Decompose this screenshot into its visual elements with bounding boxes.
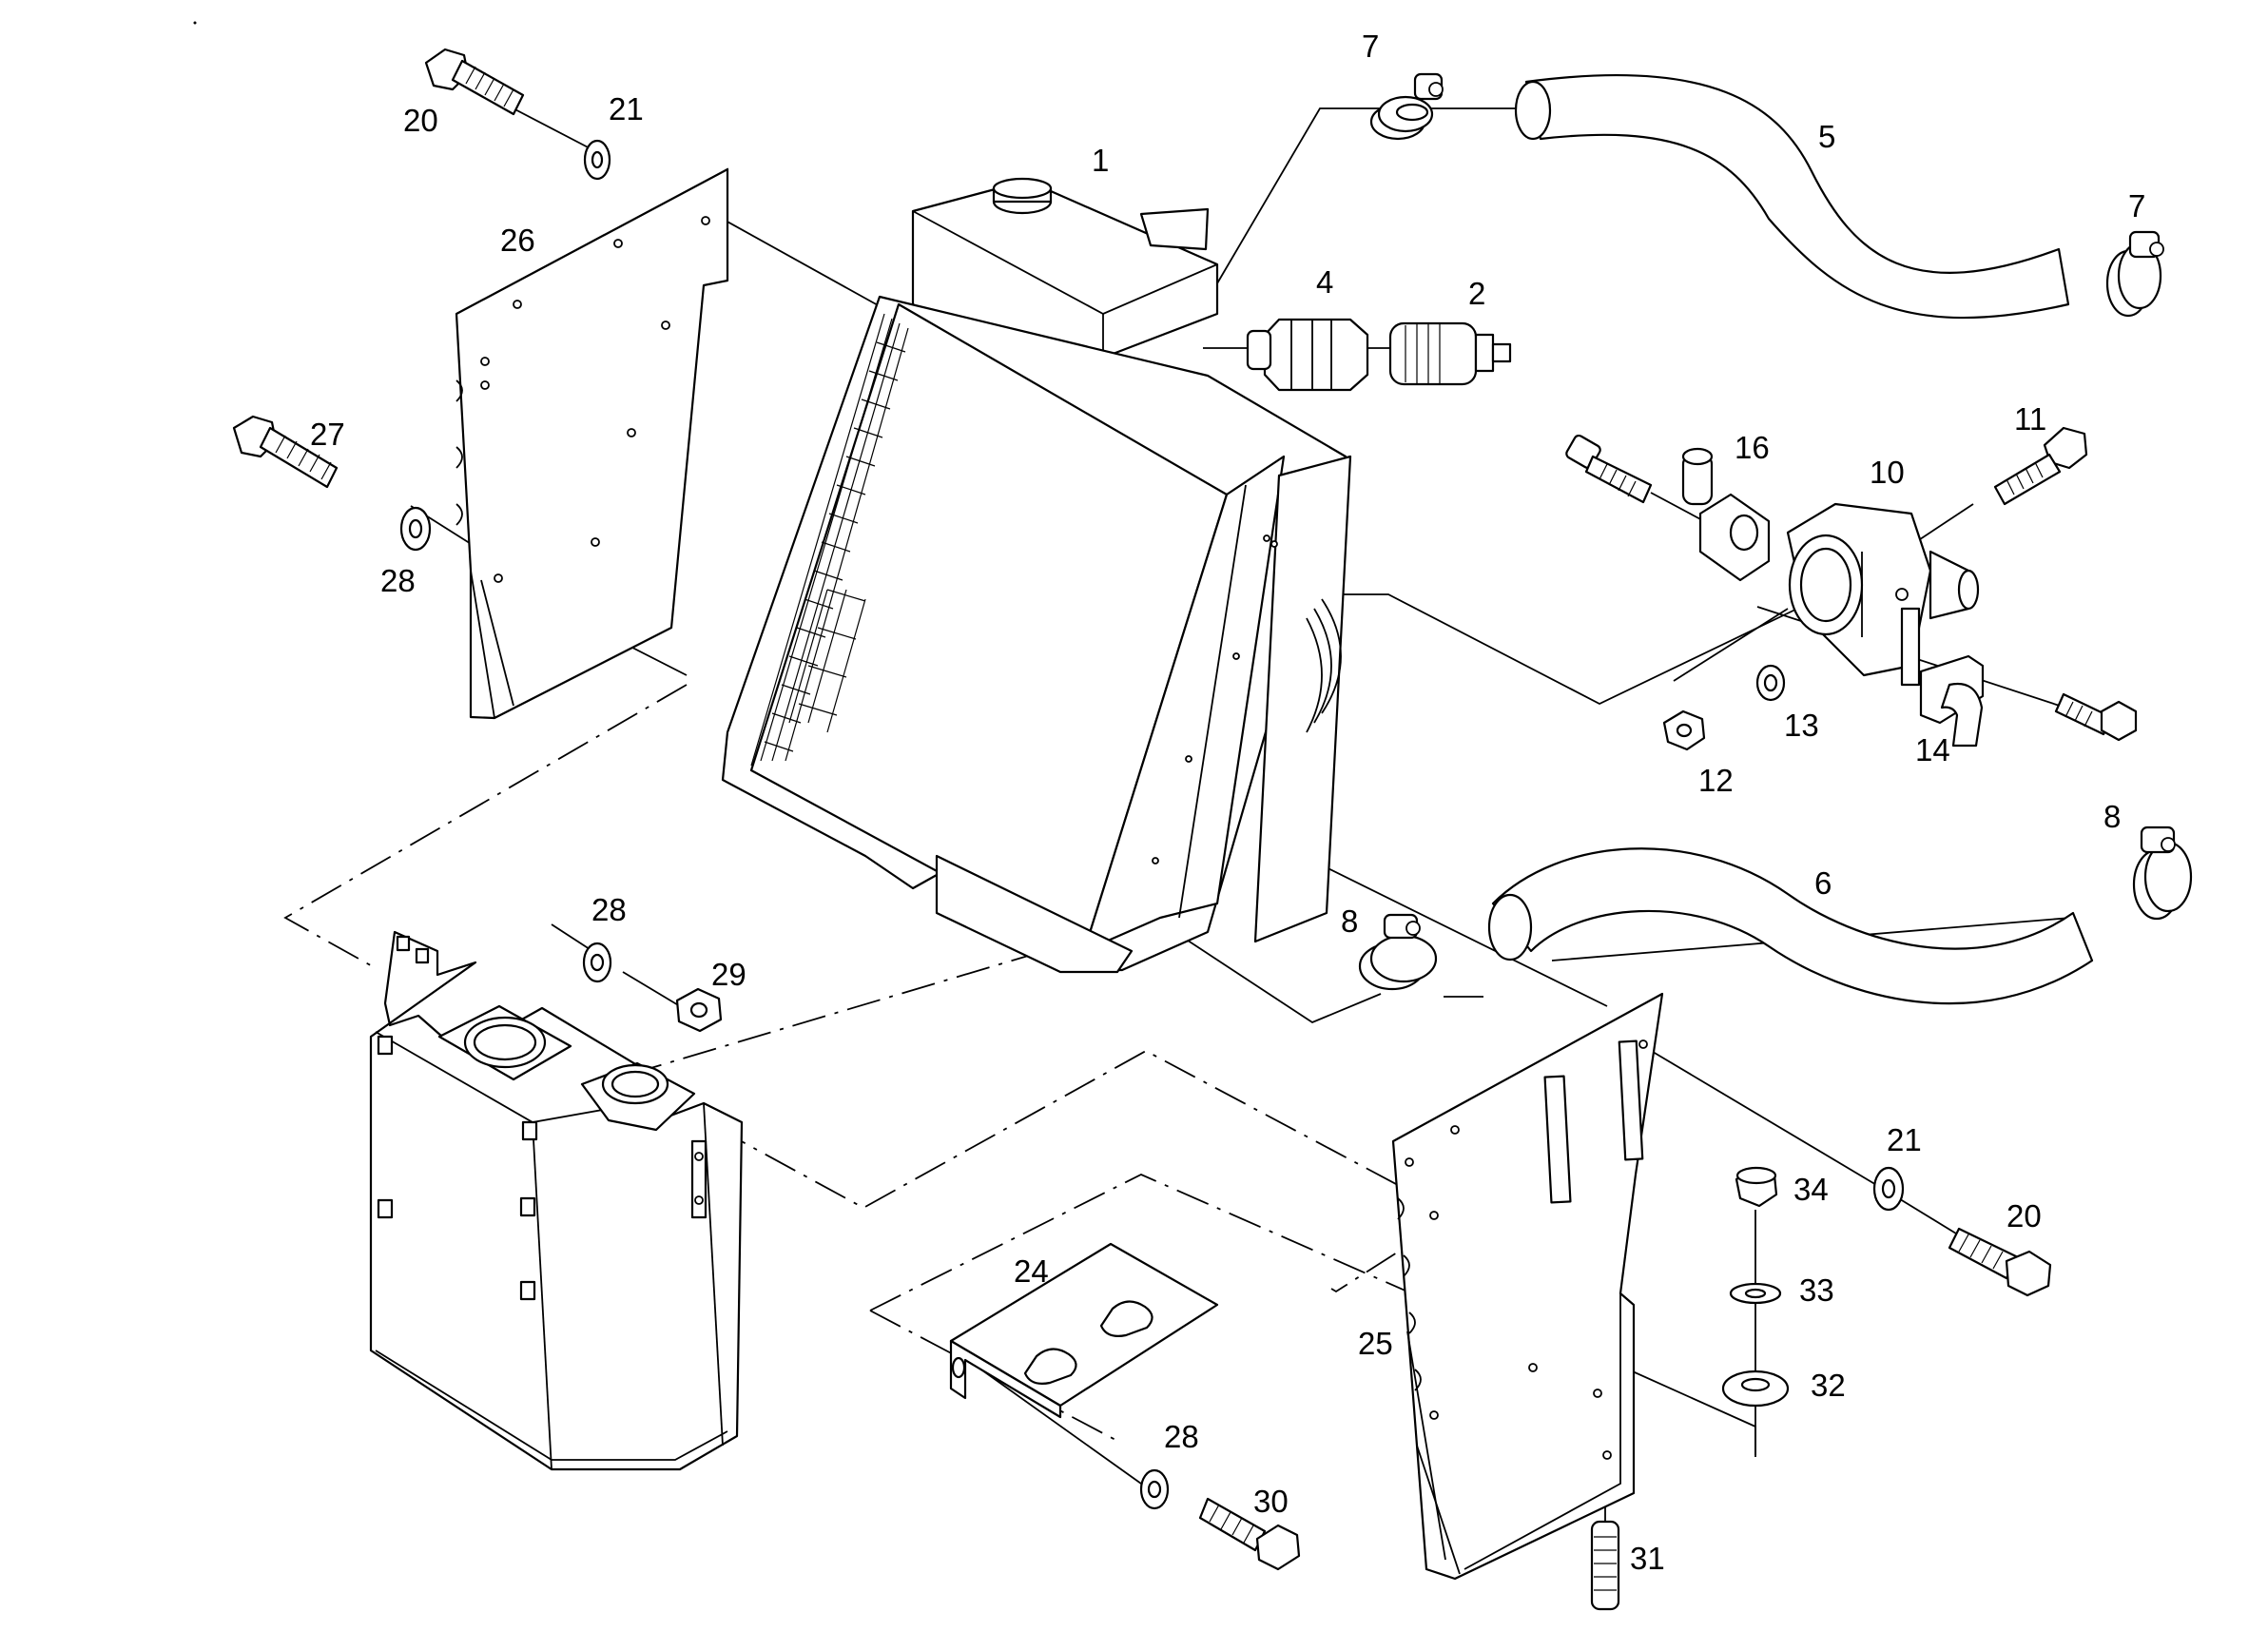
washer-28-bottom bbox=[1139, 1468, 1170, 1510]
callout-24: 24 bbox=[1014, 1253, 1049, 1289]
callout-1: 1 bbox=[1092, 143, 1109, 178]
flange-16 bbox=[1681, 447, 1771, 582]
clamp-7-right bbox=[2105, 230, 2164, 318]
bolt-16-left bbox=[1565, 434, 1653, 504]
callout-2: 2 bbox=[1468, 276, 1485, 311]
stray-dot bbox=[193, 21, 197, 25]
callout-4: 4 bbox=[1316, 264, 1333, 300]
callout-20-right: 20 bbox=[2006, 1198, 2042, 1233]
bolt-11 bbox=[1993, 426, 2088, 506]
callout-28-left: 28 bbox=[380, 563, 416, 598]
callout-26: 26 bbox=[500, 223, 535, 258]
bracket-24 bbox=[949, 1242, 1219, 1419]
callout-12: 12 bbox=[1698, 763, 1734, 798]
hose-6 bbox=[1487, 847, 2094, 1005]
callout-21-right: 21 bbox=[1887, 1122, 1922, 1157]
callout-13: 13 bbox=[1784, 708, 1819, 743]
sender-2 bbox=[1388, 321, 1512, 386]
washer-13 bbox=[1755, 664, 1786, 702]
callout-5: 5 bbox=[1818, 119, 1835, 154]
callout-14: 14 bbox=[1915, 732, 1950, 767]
washer-28-mid bbox=[582, 942, 612, 983]
washer-21-right bbox=[1872, 1166, 1905, 1212]
callout-21-top: 21 bbox=[609, 91, 644, 126]
bolt-27 bbox=[232, 415, 339, 489]
callout-11: 11 bbox=[2014, 401, 2046, 437]
callout-8-left: 8 bbox=[1341, 903, 1358, 939]
callout-6: 6 bbox=[1814, 865, 1832, 901]
callout-25: 25 bbox=[1358, 1326, 1393, 1361]
nut-12 bbox=[1662, 709, 1706, 751]
thermostat-housing-10 bbox=[1786, 502, 1980, 687]
panel-26 bbox=[455, 167, 729, 720]
bolt-30 bbox=[1198, 1497, 1301, 1571]
clamp-7-top bbox=[1369, 72, 1444, 141]
fan-shroud bbox=[369, 930, 744, 1471]
washer-32 bbox=[1721, 1369, 1790, 1408]
callout-16: 16 bbox=[1735, 430, 1770, 465]
washer-21-top bbox=[583, 139, 611, 181]
callout-29: 29 bbox=[711, 957, 746, 992]
callout-8-right: 8 bbox=[2103, 799, 2121, 834]
callout-28-mid: 28 bbox=[591, 892, 627, 927]
callout-34: 34 bbox=[1793, 1172, 1829, 1207]
callout-20-top: 20 bbox=[403, 103, 438, 138]
panel-25 bbox=[1391, 992, 1664, 1581]
clamp-8-right bbox=[2132, 826, 2193, 921]
callout-7-top: 7 bbox=[1362, 29, 1379, 64]
bolt-20-top bbox=[424, 48, 525, 116]
bolt-20-right bbox=[1948, 1227, 2052, 1297]
hose-5 bbox=[1514, 73, 2070, 320]
washer-28-left bbox=[399, 506, 432, 552]
callout-31: 31 bbox=[1630, 1541, 1665, 1576]
stud-31 bbox=[1590, 1520, 1620, 1611]
clamp-8-left bbox=[1358, 913, 1438, 991]
fitting-14 bbox=[1919, 654, 1985, 748]
nut-34 bbox=[1735, 1166, 1778, 1208]
bolt-14-right bbox=[2054, 692, 2138, 742]
callout-labels: 1 2 4 5 6 7 7 8 8 10 11 12 13 14 16 20 2… bbox=[310, 29, 2145, 1576]
radiator-1 bbox=[721, 177, 1352, 974]
callout-32: 32 bbox=[1811, 1368, 1846, 1403]
nut-29 bbox=[675, 987, 723, 1033]
callout-7-right: 7 bbox=[2128, 188, 2145, 223]
callout-28-bottom: 28 bbox=[1164, 1419, 1199, 1454]
sensor-4 bbox=[1246, 318, 1369, 392]
callout-30: 30 bbox=[1253, 1484, 1289, 1519]
callout-33: 33 bbox=[1799, 1272, 1834, 1308]
callout-10: 10 bbox=[1870, 455, 1905, 490]
washer-33 bbox=[1729, 1282, 1782, 1305]
callout-27: 27 bbox=[310, 417, 345, 452]
